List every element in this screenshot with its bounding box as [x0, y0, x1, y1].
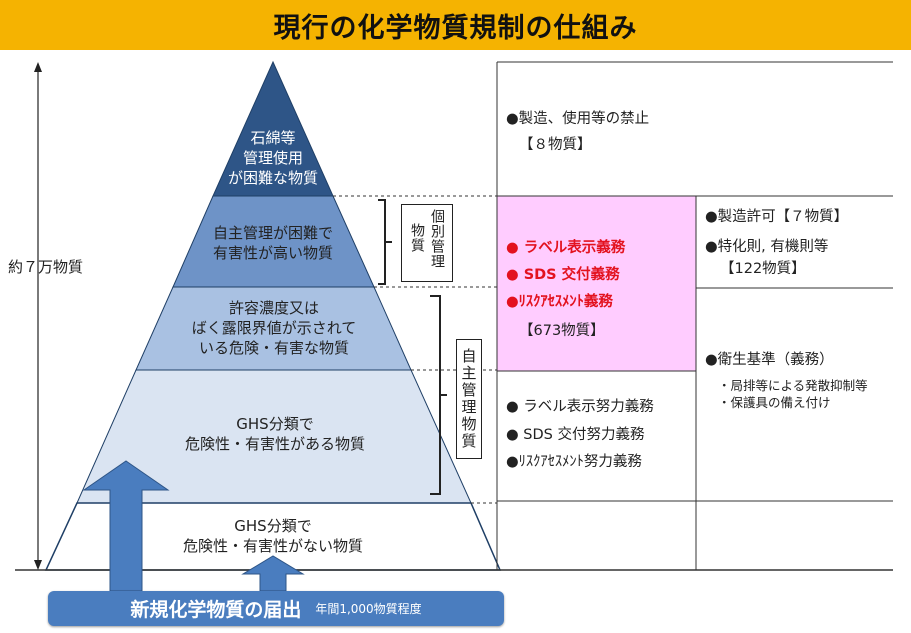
tier-2-line-1: 自主管理が困難で [212, 224, 333, 242]
tier-3-line-1: 許容濃度又は [228, 299, 319, 317]
tier-3-line-2: ばく露限界値が示されて [191, 319, 357, 337]
permit-item: ●製造許可【７物質】 [705, 209, 849, 225]
up-arrow-small [241, 555, 305, 592]
total-label: 約７万物質 [8, 258, 84, 276]
ban-count: 【８物質】 [519, 137, 592, 153]
tier-5-line-1: GHS分類で [234, 517, 312, 535]
title-bar: 現行の化学物質規制の仕組み [0, 0, 911, 50]
risk-obligation: ●ﾘｽｸｱｾｽﾒﾝﾄ義務 [506, 294, 613, 310]
obligation-count: 【673物質】 [519, 323, 605, 339]
kobetsu-box: 個別管理 物質 [401, 204, 453, 282]
hygiene-sub-2: ・保護具の備え付け [718, 395, 831, 410]
tier-1-line-3: が困難な物質 [227, 169, 318, 187]
total-arrow-head-top [34, 62, 42, 72]
tier-4-line-2: 危険性・有害性がある物質 [184, 435, 365, 453]
tier-2-label: 自主管理が困難で 有害性が高い物質 [183, 223, 363, 263]
banner-main-text: 新規化学物質の届出 [130, 599, 302, 621]
tier-4-label: GHS分類で 危険性・有害性がある物質 [150, 414, 400, 454]
tier-5-label: GHS分類で 危険性・有害性がない物質 [148, 516, 398, 556]
obligation-cell-bg [497, 196, 696, 371]
tier-1-line-1: 石綿等 [250, 129, 296, 147]
sds-effort: ● SDS 交付努力義務 [506, 427, 645, 443]
hygiene-item: ●衛生基準（義務） [705, 352, 834, 368]
total-arrow-head-bottom [34, 560, 42, 570]
tier-4-line-1: GHS分類で [236, 415, 314, 433]
special-item: ●特化則, 有機則等 [705, 239, 829, 255]
tier-1-label: 石綿等 管理使用 が困難な物質 [213, 128, 333, 188]
kobetsu-text-right: 個別管理 [429, 209, 445, 269]
kobetsu-text-left: 物質 [409, 223, 425, 253]
tier-2-line-2: 有害性が高い物質 [212, 244, 333, 262]
hygiene-sub-1: ・局排等による発散抑制等 [718, 378, 868, 393]
tier-3-line-3: いる危険・有害な物質 [198, 339, 349, 357]
jishu-bracket [430, 295, 447, 495]
tier-1-line-2: 管理使用 [242, 149, 303, 167]
page-title: 現行の化学物質規制の仕組み [273, 12, 638, 44]
special-count: 【122物質】 [720, 261, 806, 277]
up-arrow-large [82, 460, 170, 592]
new-substance-banner: 新規化学物質の届出 年間1,000物質程度 [48, 591, 504, 626]
label-effort: ● ラベル表示努力義務 [506, 399, 654, 415]
label-obligation: ● ラベル表示義務 [506, 240, 626, 256]
tier-3-label: 許容濃度又は ばく露限界値が示されて いる危険・有害な物質 [168, 298, 380, 358]
kobetsu-bracket [378, 199, 392, 285]
sds-obligation: ● SDS 交付義務 [506, 267, 620, 283]
risk-effort: ●ﾘｽｸｱｾｽﾒﾝﾄ努力義務 [506, 454, 642, 470]
banner-sub-text: 年間1,000物質程度 [315, 602, 422, 616]
jishu-box: 自主管理物質 [456, 339, 482, 459]
tier-5-line-2: 危険性・有害性がない物質 [182, 537, 363, 555]
ban-item: ●製造、使用等の禁止 [506, 111, 650, 127]
